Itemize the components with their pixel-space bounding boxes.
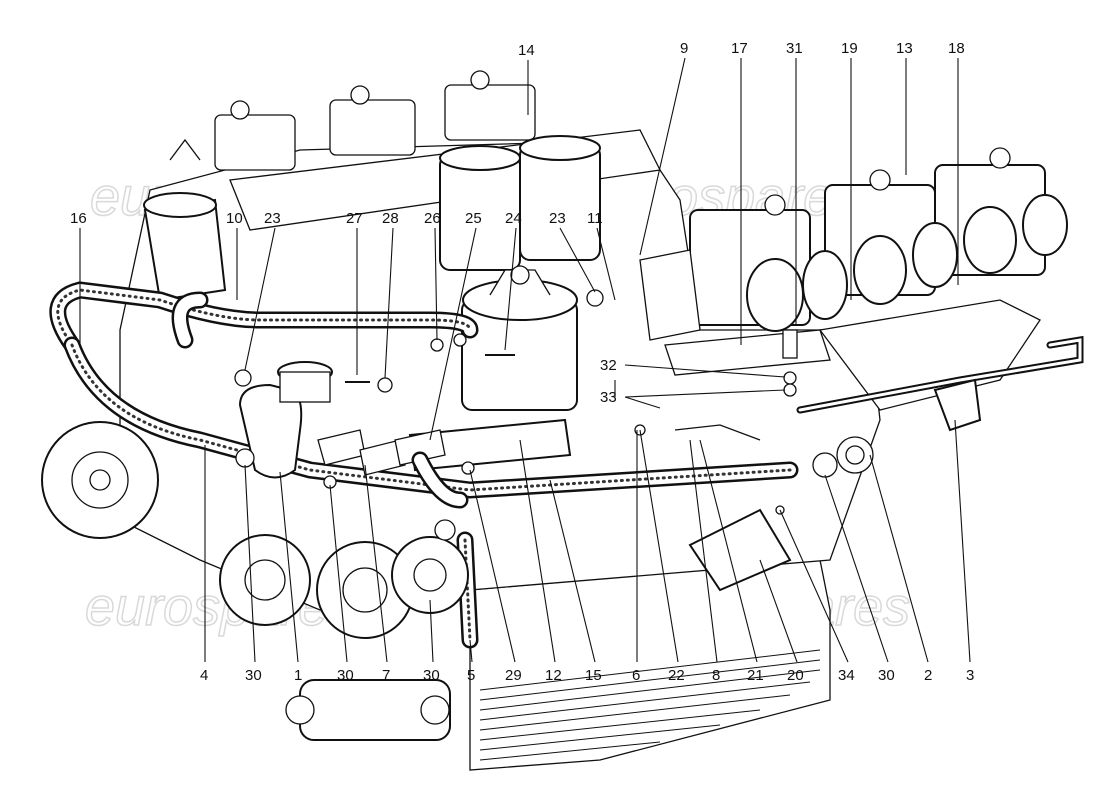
callout-30: 30 (423, 667, 440, 684)
callout-29: 29 (505, 667, 522, 684)
callout-34: 34 (838, 667, 855, 684)
breather-bowl (238, 361, 333, 479)
callout-30: 30 (878, 667, 895, 684)
timing-cover (41, 421, 159, 539)
leader-lines (79, 57, 971, 663)
callout-21: 21 (747, 667, 764, 684)
callout-22: 22 (668, 667, 685, 684)
callout-9: 9 (680, 40, 688, 57)
callout-2: 2 (924, 667, 932, 684)
callout-28: 28 (382, 210, 399, 227)
callout-23: 23 (549, 210, 566, 227)
callout-3: 3 (966, 667, 974, 684)
bolts (234, 289, 604, 541)
callout-11: 11 (587, 210, 603, 227)
callout-27: 27 (346, 210, 363, 227)
callout-25: 25 (465, 210, 482, 227)
callout-8: 8 (712, 667, 720, 684)
callout-12: 12 (545, 667, 562, 684)
callout-30: 30 (245, 667, 262, 684)
callout-labels: 16 10 23 27 28 26 25 24 23 11 14 9 17 31… (70, 40, 974, 684)
callout-1: 1 (294, 667, 302, 684)
callout-6: 6 (632, 667, 640, 684)
callout-10: 10 (226, 210, 243, 227)
callout-33: 33 (600, 389, 617, 406)
callout-24: 24 (505, 210, 522, 227)
callout-23: 23 (264, 210, 281, 227)
flange-gasket (359, 439, 406, 476)
callout-18: 18 (948, 40, 965, 57)
bracket-assembly (634, 329, 874, 592)
callout-19: 19 (841, 40, 858, 57)
water-pump (285, 679, 451, 741)
callout-17: 17 (731, 40, 748, 57)
callout-32: 32 (600, 357, 617, 374)
flange-gasket (394, 429, 446, 466)
callout-20: 20 (787, 667, 804, 684)
callout-30: 30 (337, 667, 354, 684)
callout-4: 4 (200, 667, 208, 684)
pulley-assembly (219, 534, 469, 639)
callout-26: 26 (424, 210, 441, 227)
callout-14: 14 (518, 42, 535, 59)
callout-7: 7 (382, 667, 390, 684)
sump-fins (479, 649, 821, 761)
air-filter-canisters (439, 135, 601, 271)
callout-16: 16 (70, 210, 87, 227)
pipe-union (933, 378, 982, 432)
oil-filter (461, 265, 578, 411)
header-tank (143, 138, 227, 302)
callout-31: 31 (786, 40, 803, 57)
callout-15: 15 (585, 667, 602, 684)
callout-5: 5 (467, 667, 475, 684)
main-oil-hose (49, 281, 799, 499)
engine-illustration (41, 70, 1084, 771)
right-carburetor-bank (639, 147, 1068, 376)
callout-13: 13 (896, 40, 913, 57)
